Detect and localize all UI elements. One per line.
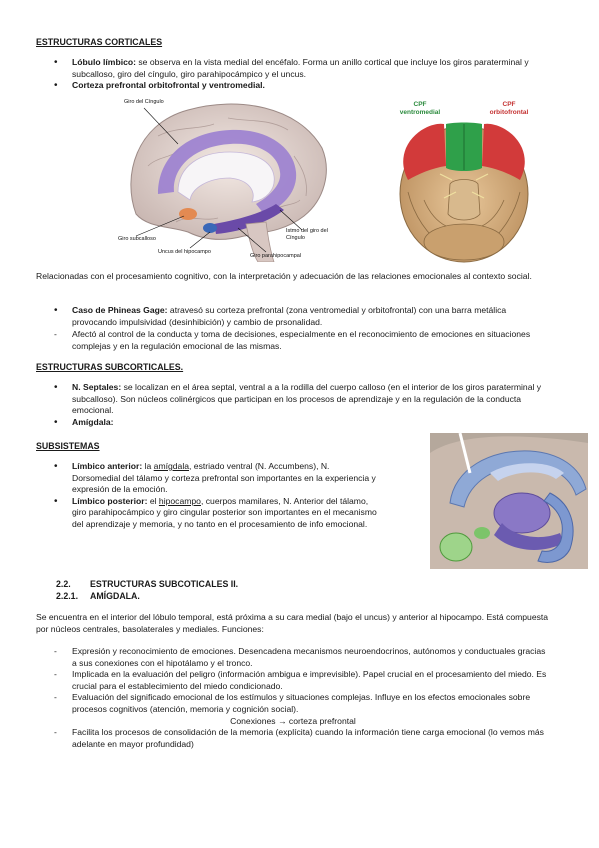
heading-estructuras-corticales: ESTRUCTURAS CORTICALES <box>36 37 163 47</box>
label-cpf-ventromedial: CPF ventromedial <box>399 101 441 116</box>
list-item: -Expresión y reconocimiento de emociones… <box>54 646 546 668</box>
bullet-icon: • <box>54 461 58 472</box>
conexiones-note: Conexiones → corteza prefrontal <box>230 715 356 726</box>
list-item: • Lóbulo límbico: se observa en la vista… <box>54 57 529 79</box>
bullet-icon: • <box>54 495 58 507</box>
dash-icon: - <box>54 669 57 680</box>
figure-limbic-system <box>430 433 588 569</box>
list-item: • Límbico posterior: el hipocampo, cuerp… <box>54 495 377 529</box>
section-title: AMÍGDALA. <box>90 591 140 601</box>
section-2-2-heading: 2.2. ESTRUCTURAS SUBCOTICALES II. <box>56 579 238 591</box>
list-item: - Afectó al control de la conducta y tom… <box>54 329 531 351</box>
section-title: ESTRUCTURAS SUBCOTICALES II. <box>90 579 239 589</box>
bullet-icon: • <box>54 382 58 393</box>
list-item: -Facilita los procesos de consolidación … <box>54 727 544 749</box>
gage-list: • Caso de Phineas Gage: atravesó su cort… <box>34 305 548 328</box>
section-number: 2.2.1. <box>56 591 79 601</box>
bullet-icon: • <box>54 57 58 68</box>
label-giro-subcalloso: Giro subcalloso <box>118 236 156 242</box>
label-istmo: Istmo del giro del Cíngulo <box>286 228 328 241</box>
section-number: 2.2. <box>56 579 71 589</box>
figure-brain-inferior: CPF ventromedial CPF orbitofrontal <box>384 96 540 264</box>
list-item-note: Conexiones → corteza prefrontal <box>34 716 552 728</box>
bullet-icon: • <box>54 80 58 92</box>
brain-inferior-illustration <box>399 122 529 263</box>
paragraph-relacionadas: Relacionadas con el procesamiento cognit… <box>36 271 532 281</box>
limbic-system-illustration <box>430 433 588 569</box>
link-amigdala[interactable]: amígdala <box>153 461 190 471</box>
heading-estructuras-subcorticales: ESTRUCTURAS SUBCORTICALES. <box>36 362 184 372</box>
figure-brain-medial: Giro del Cíngulo Giro subcalloso Uncus d… <box>118 96 332 262</box>
subsistemas-list: • Límbico anterior: la amígdala, estriad… <box>34 461 378 531</box>
funciones-list: -Expresión y reconocimiento de emociones… <box>34 646 552 750</box>
corticales-list: • Lóbulo límbico: se observa en la vista… <box>34 57 546 92</box>
list-item: • Límbico anterior: la amígdala, estriad… <box>54 461 376 495</box>
bullet-icon: • <box>54 305 58 316</box>
label-cpf-orbitofrontal: CPF orbitofrontal <box>489 101 529 116</box>
list-item: • Corteza prefrontal orbitofrontal y ven… <box>54 80 265 92</box>
brain-medial-illustration <box>130 103 327 262</box>
paragraph-amigdala: Se encuentra en el interior del lóbulo t… <box>36 612 549 634</box>
label-giro-cingulo: Giro del Cíngulo <box>124 99 164 105</box>
dash-icon: - <box>54 727 57 738</box>
list-item: -Implicada en la evaluación del peligro … <box>54 669 547 691</box>
list-item: -Evaluación del significado emocional de… <box>54 692 531 714</box>
gage-dash-list: - Afectó al control de la conducta y tom… <box>34 329 548 352</box>
list-item: • Caso de Phineas Gage: atravesó su cort… <box>54 305 507 327</box>
section-2-2-1-heading: 2.2.1. AMÍGDALA. <box>56 591 140 603</box>
heading-subsistemas: SUBSISTEMAS <box>36 441 100 451</box>
label-uncus: Uncus del hipocampo <box>158 249 211 255</box>
list-item: • Amígdala: <box>54 416 114 428</box>
label-giro-parahipocampal: Giro parahipocampal <box>250 253 302 259</box>
link-hipocampo[interactable]: hipocampo <box>158 495 201 506</box>
dash-icon: - <box>54 646 57 656</box>
dash-icon: - <box>54 692 57 703</box>
dash-icon: - <box>54 329 57 339</box>
list-item: • N. Septales: se localizan en el área s… <box>54 382 542 416</box>
bullet-icon: • <box>54 416 58 428</box>
subcorticales-list: • N. Septales: se localizan en el área s… <box>34 382 548 428</box>
